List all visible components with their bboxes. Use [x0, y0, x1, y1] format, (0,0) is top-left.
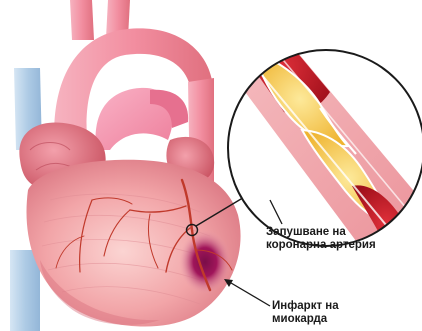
infarct-label: Инфаркт на миокарда: [272, 300, 339, 326]
infarct-zone: [179, 230, 231, 294]
occlusion-label-line2: коронарна артерия: [266, 239, 376, 252]
occlusion-label-line1: Запушване на: [266, 226, 376, 239]
infarct-label-line1: Инфаркт на: [272, 300, 339, 313]
infarct-pointer-arrow: [224, 279, 270, 306]
infarct-label-line2: миокарда: [272, 313, 339, 326]
occlusion-label: Запушване на коронарна артерия: [266, 226, 376, 252]
